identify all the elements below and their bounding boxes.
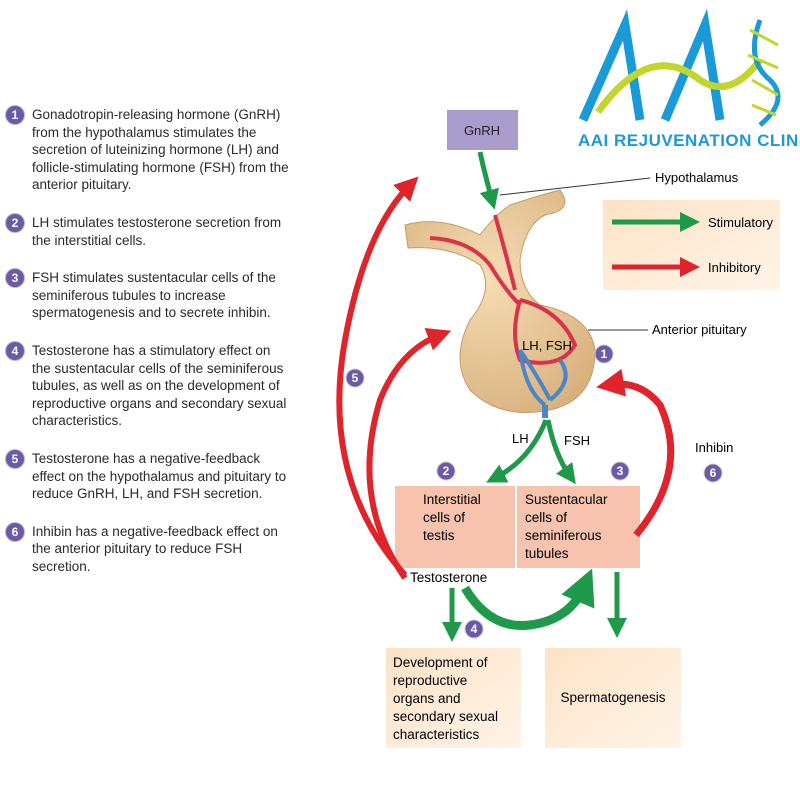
step-badge: 2	[6, 213, 24, 232]
logo-text: AAI REJUVENATION CLINIC	[578, 131, 800, 150]
step-text: Testosterone has a negative-feedback eff…	[32, 450, 287, 502]
inhibin-feedback-arrow	[596, 368, 675, 538]
development-box	[386, 648, 521, 748]
step-6: 6 Inhibin has a negative-feedback effect …	[6, 522, 291, 576]
inhibin-label: Inhibin	[695, 440, 733, 455]
sustentacular-cells-box	[517, 486, 640, 568]
step-text: Gonadotropin-releasing hormone (GnRH) fr…	[32, 107, 289, 193]
step-text: Inhibin has a negative-feedback effect o…	[32, 523, 278, 574]
legend-box	[603, 200, 780, 290]
step-5: 5 Testosterone has a negative-feedback ef…	[6, 449, 291, 503]
gnrh-arrow	[477, 151, 499, 210]
pituitary-illustration	[404, 189, 596, 418]
badge-5: 5	[352, 371, 359, 385]
legend-stimulatory: Stimulatory	[708, 215, 774, 230]
badge-2: 2	[443, 464, 450, 478]
fsh-arrow	[545, 419, 576, 485]
step-badge: 4	[6, 341, 24, 360]
clinic-logo: AAI REJUVENATION CLINIC	[578, 8, 800, 150]
badge-1: 1	[601, 347, 608, 361]
sustentacular-cells-label: Sustentacular cells of seminiferous tubu…	[525, 492, 611, 561]
gnrh-box	[447, 110, 518, 150]
testosterone-label: Testosterone	[410, 570, 487, 585]
lh-arrow	[486, 419, 549, 483]
step-1: 1 Gonadotropin-releasing hormone (GnRH) f…	[6, 106, 291, 194]
anterior-pituitary-label: Anterior pituitary	[652, 322, 747, 337]
gnrh-label: GnRH	[464, 123, 500, 138]
legend-inhibitory: Inhibitory	[708, 260, 761, 275]
spermatogenesis-box	[545, 648, 681, 748]
development-label: Development of reproductive organs and s…	[393, 655, 502, 742]
hypothalamus-leader	[499, 177, 651, 196]
step-badge: 3	[6, 269, 24, 288]
step-2: 2 LH stimulates testosterone secretion fr…	[6, 213, 291, 249]
badge-6: 6	[710, 466, 717, 480]
fsh-label: FSH	[564, 433, 590, 448]
step-4: 4 Testosterone has a stimulatory effect o…	[6, 341, 291, 430]
badge-4: 4	[471, 622, 478, 636]
lh-label: LH	[512, 431, 529, 446]
step-badge: 6	[6, 522, 24, 541]
step-text: LH stimulates testosterone secretion fro…	[32, 214, 282, 248]
badge-3: 3	[617, 464, 624, 478]
step-3: 3 FSH stimulates sustentacular cells of t…	[6, 269, 291, 322]
testosterone-hypothalamus-feedback-arrow	[336, 176, 419, 577]
interstitial-cells-label: Interstitial cells of testis	[423, 492, 485, 543]
step-text: FSH stimulates sustentacular cells of th…	[32, 270, 276, 321]
step-badge: 5	[6, 449, 24, 468]
diagram-badges: 1 2 3 4 5 6	[345, 344, 723, 639]
step-badge: 1	[6, 106, 24, 124]
step-list: 1 Gonadotropin-releasing hormone (GnRH) f…	[6, 106, 291, 595]
testosterone-sustentacular-arrow	[461, 568, 595, 631]
lh-fsh-label: LH, FSH	[522, 338, 572, 353]
testosterone-pituitary-feedback-arrow	[366, 327, 452, 580]
spermatogenesis-label: Spermatogenesis	[560, 690, 665, 705]
hypothalamus-label: Hypothalamus	[655, 170, 739, 185]
interstitial-cells-box	[395, 486, 515, 568]
step-text: Testosterone has a stimulatory effect on…	[32, 342, 287, 429]
